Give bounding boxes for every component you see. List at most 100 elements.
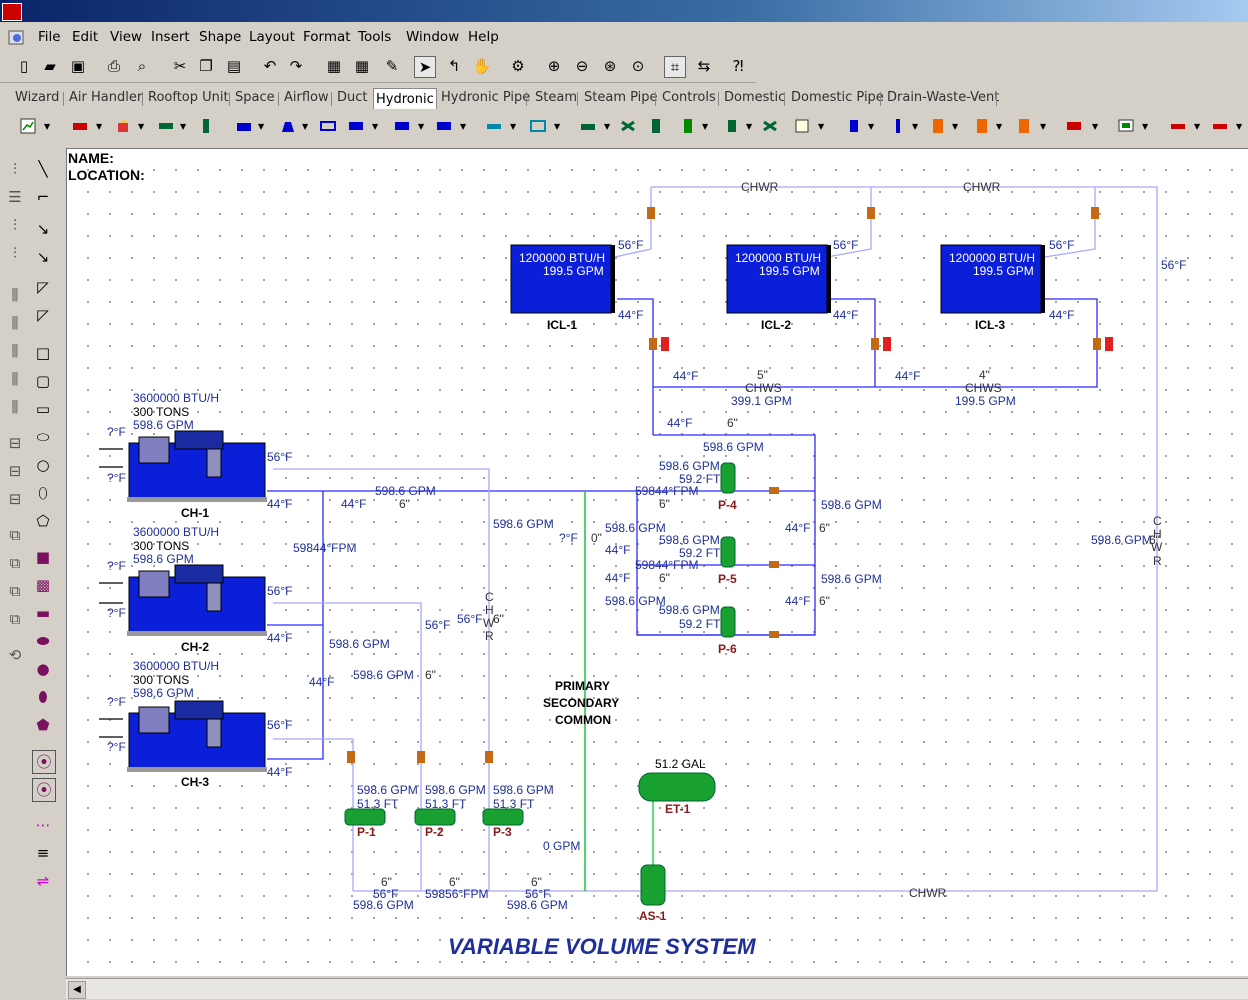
- filled-circle-icon[interactable]: ●: [36, 660, 50, 678]
- tab-steam[interactable]: Steam: [535, 90, 577, 105]
- save-icon[interactable]: ▣: [70, 57, 86, 75]
- tool-icon[interactable]: ⚙: [511, 57, 525, 75]
- document-icon[interactable]: [6, 29, 28, 47]
- group-icon[interactable]: ⧉: [9, 582, 21, 600]
- radiator-icon[interactable]: [348, 118, 364, 134]
- distribute-icon[interactable]: ⫼: [11, 314, 19, 332]
- boiler-icon[interactable]: [72, 118, 88, 134]
- dropdown-arrow-icon[interactable]: ▼: [510, 122, 517, 131]
- chiller-icon[interactable]: [236, 118, 252, 134]
- copy-icon[interactable]: ❐: [199, 57, 213, 75]
- ellipse-tool-icon[interactable]: ⬯: [38, 484, 48, 502]
- dropdown-arrow-icon[interactable]: ▼: [868, 122, 875, 131]
- dropdown-arrow-icon[interactable]: ▼: [702, 122, 709, 131]
- tab-controls[interactable]: Controls: [662, 90, 716, 105]
- tab-hydronic[interactable]: Hydronic: [373, 88, 437, 109]
- dropdown-arrow-icon[interactable]: ▼: [1040, 122, 1047, 131]
- gauge-icon[interactable]: [846, 118, 862, 134]
- expansion-tank-icon[interactable]: [680, 118, 696, 134]
- menu-help[interactable]: Help: [468, 29, 499, 45]
- menu-shape[interactable]: Shape: [199, 29, 242, 45]
- panel-icon[interactable]: [530, 118, 546, 134]
- dropdown-arrow-icon[interactable]: ▼: [418, 122, 425, 131]
- dropdown-arrow-icon[interactable]: ▼: [1194, 122, 1201, 131]
- coil-red-icon[interactable]: [1016, 118, 1032, 134]
- menu-file[interactable]: File: [38, 29, 61, 45]
- filled-ellipse-icon[interactable]: ⬮: [38, 688, 48, 706]
- distribute-icon[interactable]: ⫼: [11, 370, 19, 388]
- freeform-icon[interactable]: ◸: [37, 306, 49, 324]
- rotate-icon[interactable]: ⟲: [8, 646, 22, 664]
- pointer-icon[interactable]: ➤: [414, 56, 436, 78]
- dropdown-arrow-icon[interactable]: ▼: [372, 122, 379, 131]
- pan-icon[interactable]: ✋: [472, 57, 492, 75]
- coil-red-icon[interactable]: [930, 118, 946, 134]
- tab-domestic-pipe[interactable]: Domestic Pipe: [791, 90, 884, 105]
- tab-drain-waste-vent[interactable]: Drain-Waste-Vent: [887, 90, 1000, 105]
- redo-icon[interactable]: ↷: [289, 57, 303, 75]
- fan-coil-icon[interactable]: [394, 118, 410, 134]
- properties-icon[interactable]: ▦: [326, 57, 342, 75]
- arrow-style-icon[interactable]: ⇌: [36, 872, 50, 890]
- connector-icon[interactable]: ↰: [447, 57, 461, 75]
- print-preview-icon[interactable]: ⌕: [137, 57, 147, 75]
- duct-heater-icon[interactable]: [1170, 118, 1186, 134]
- arrow-line-icon[interactable]: ↘: [36, 248, 50, 266]
- help-icon[interactable]: ⁈: [732, 57, 744, 75]
- dropdown-arrow-icon[interactable]: ▼: [302, 122, 309, 131]
- new-icon[interactable]: ▯: [19, 57, 29, 75]
- open-icon[interactable]: ▰: [44, 57, 56, 75]
- filled-oval-icon[interactable]: ⬬: [36, 632, 50, 650]
- tab-airflow[interactable]: Airflow: [284, 90, 329, 105]
- tab-hydronic-pipe[interactable]: Hydronic Pipe: [441, 90, 531, 105]
- filled-rect-icon[interactable]: ▬: [35, 604, 51, 622]
- dropdown-arrow-icon[interactable]: ▼: [96, 122, 103, 131]
- tab-air-handler[interactable]: Air Handler: [69, 90, 143, 105]
- horizontal-scrollbar[interactable]: ◀: [66, 978, 1248, 999]
- line-weight-icon[interactable]: ≡: [36, 844, 50, 862]
- drawing-canvas[interactable]: 1200000 BTU/H 199.5 GPM ICL-1 56°F 44°F …: [66, 148, 1248, 976]
- valve-icon[interactable]: [620, 118, 636, 134]
- dropdown-arrow-icon[interactable]: ▼: [952, 122, 959, 131]
- dropdown-arrow-icon[interactable]: ▼: [912, 122, 919, 131]
- separator-icon[interactable]: [648, 118, 664, 134]
- group-icon[interactable]: ⧉: [9, 610, 21, 628]
- filled-rounded-rect-icon[interactable]: ▩: [35, 576, 51, 594]
- zoom-fit-icon[interactable]: ⊙: [631, 57, 645, 75]
- unit-heater-icon[interactable]: [436, 118, 452, 134]
- align-top-icon[interactable]: ⫶: [13, 244, 17, 262]
- line-tool-icon[interactable]: ╲: [38, 160, 48, 178]
- polyline-tool-icon[interactable]: ⌐: [36, 188, 50, 206]
- dropdown-arrow-icon[interactable]: ▼: [996, 122, 1003, 131]
- menu-layout[interactable]: Layout: [249, 29, 295, 45]
- tab-wizard[interactable]: Wizard: [15, 90, 60, 105]
- distribute-icon[interactable]: ⫼: [11, 286, 19, 304]
- coil-red-icon[interactable]: [974, 118, 990, 134]
- menu-format[interactable]: Format: [303, 29, 351, 45]
- undo-icon[interactable]: ↶: [263, 57, 277, 75]
- meter-icon[interactable]: [794, 118, 810, 134]
- tab-steam-pipe[interactable]: Steam Pipe: [584, 90, 658, 105]
- heat-exchanger-icon[interactable]: [320, 118, 336, 134]
- coil-icon[interactable]: [158, 118, 174, 134]
- dropdown-arrow-icon[interactable]: ▼: [258, 122, 265, 131]
- rectangle-tool-icon[interactable]: □: [35, 344, 51, 362]
- cut-icon[interactable]: ✂: [173, 57, 187, 75]
- menu-tools[interactable]: Tools: [358, 29, 392, 45]
- group-icon[interactable]: ⧉: [9, 554, 21, 572]
- align-left-icon[interactable]: ⫶: [13, 160, 17, 178]
- tab-rooftop-unit[interactable]: Rooftop Unit: [148, 90, 229, 105]
- strainer-icon[interactable]: [724, 118, 740, 134]
- scroll-left-icon[interactable]: ◀: [68, 981, 86, 999]
- dropdown-arrow-icon[interactable]: ▼: [44, 122, 51, 131]
- size-icon[interactable]: ⊟: [8, 490, 22, 508]
- zoom-in-icon[interactable]: ⊕: [547, 57, 561, 75]
- chart-icon[interactable]: [20, 118, 36, 134]
- circle-tool-icon[interactable]: ○: [36, 456, 50, 474]
- grid-icon[interactable]: ⌗: [664, 56, 686, 78]
- zoom-out-icon[interactable]: ⊖: [575, 57, 589, 75]
- monitor-icon[interactable]: [1118, 118, 1134, 134]
- align-center-icon[interactable]: ☰: [8, 188, 22, 206]
- arrow-line-icon[interactable]: ↘: [36, 220, 50, 238]
- size-icon[interactable]: ⊟: [8, 434, 22, 452]
